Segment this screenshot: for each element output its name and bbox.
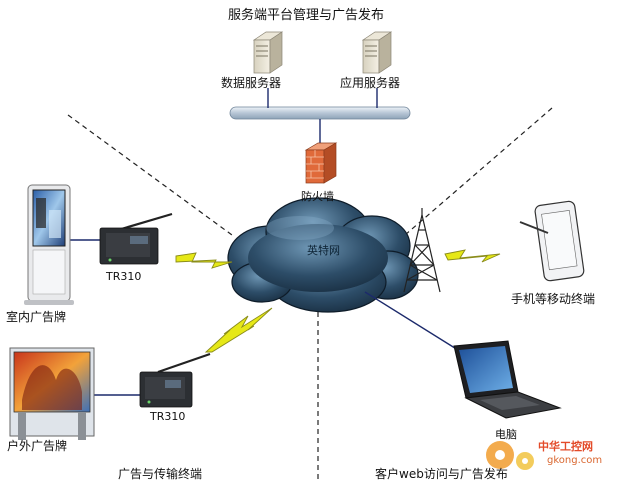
network-backbone (229, 88, 411, 212)
indoor-sign-icon (24, 184, 74, 305)
outdoor-sign-label: 户外广告牌 (7, 439, 68, 453)
server-platform-title: 服务端平台管理与广告发布 (228, 8, 385, 23)
client-section-label: 客户web访问与广告发布 (375, 467, 508, 481)
terminal-bottom-icon (139, 352, 211, 408)
app-server-icon (361, 31, 393, 74)
stylus-icon (519, 221, 549, 234)
antenna-tower-icon (403, 208, 441, 293)
app-server-label: 应用服务器 (340, 76, 401, 90)
internet-label: 英特网 (307, 244, 340, 257)
laptop-icon (453, 340, 562, 419)
watermark-domain: gkong.com (547, 455, 603, 466)
terminal-top-icon (99, 212, 173, 265)
watermark-brand: 中华工控网 (538, 440, 593, 453)
lightning-icon (175, 252, 233, 269)
tablet-icon (519, 200, 585, 282)
mobile-terminal-label: 手机等移动终端 (511, 292, 596, 306)
ad-terminal-section-label: 广告与传输终端 (118, 467, 203, 481)
partition-line-left (67, 114, 233, 236)
computer-label: 电脑 (495, 428, 517, 441)
firewall-label: 防火墙 (301, 190, 334, 203)
partition-lines (67, 107, 553, 482)
partition-line-right (404, 107, 553, 236)
internet-cloud-icon (227, 197, 419, 313)
firewall-icon (304, 142, 338, 184)
lightning-icon (444, 249, 501, 263)
data-server-icon (252, 31, 284, 74)
terminal-top-label: TR310 (106, 270, 142, 283)
lightning-icon (204, 307, 273, 353)
wireless-lightning-icons (175, 249, 501, 353)
terminal-bottom-label: TR310 (150, 410, 186, 423)
watermark-gear-icon (486, 441, 534, 470)
data-server-label: 数据服务器 (221, 76, 282, 90)
cloud-laptop-link (364, 291, 459, 351)
outdoor-sign-icon (9, 347, 95, 440)
indoor-sign-label: 室内广告牌 (6, 310, 67, 324)
